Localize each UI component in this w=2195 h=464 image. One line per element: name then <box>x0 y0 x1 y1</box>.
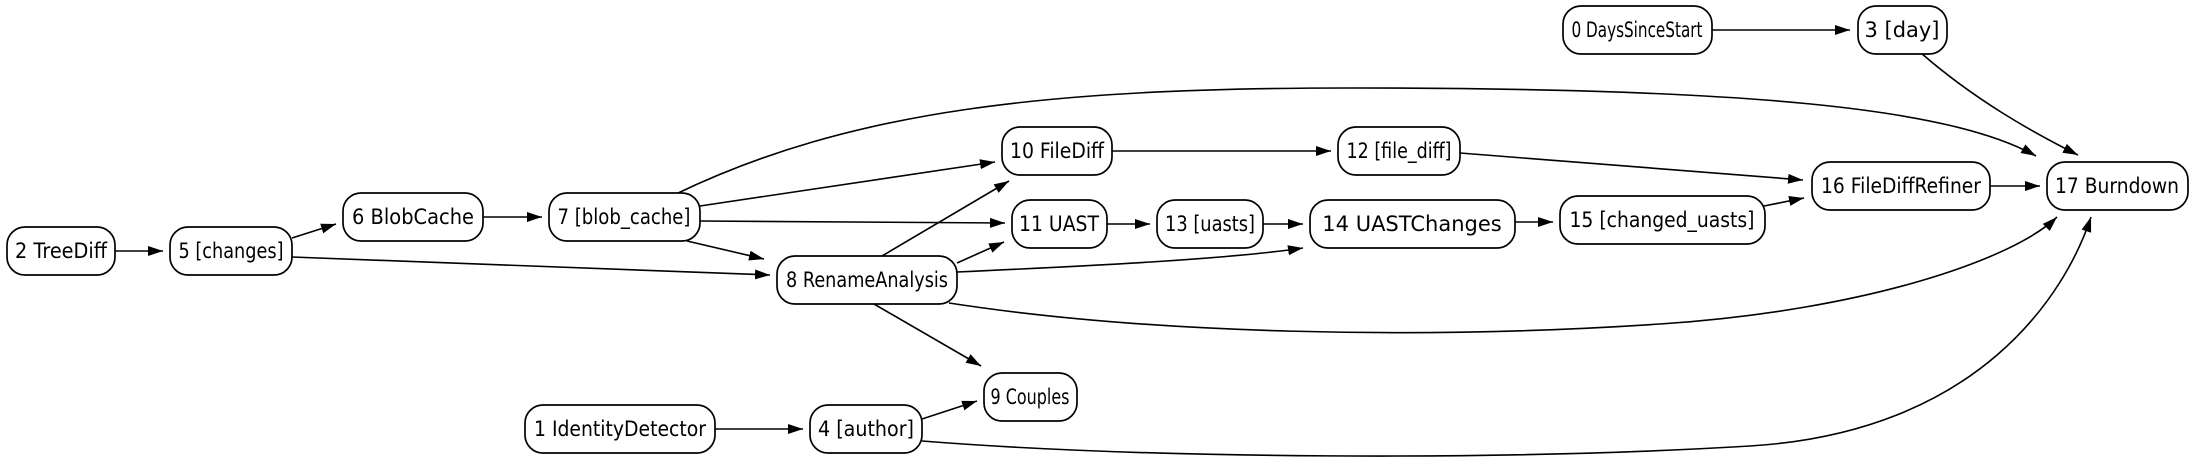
node-13-uasts: 13 [uasts] <box>1156 199 1264 249</box>
edge-n8-n17 <box>948 216 2058 334</box>
edge-layer <box>115 25 2092 457</box>
node-6-blobcache: 6 BlobCache <box>342 192 484 242</box>
node-label: 3 [day] <box>1865 18 1940 42</box>
node-17-burndown: 17 Burndown <box>2046 161 2189 211</box>
edge-n7-n11 <box>699 217 1006 228</box>
edge-n8-n10 <box>881 180 1010 257</box>
edge-n3-n17 <box>1920 52 2079 156</box>
node-label: 14 UASTChanges <box>1322 212 1501 236</box>
node-label: 17 Burndown <box>2055 174 2179 198</box>
node-15-changed-uasts: 15 [changed_uasts] <box>1559 195 1766 245</box>
edge-n7-n10 <box>699 159 996 207</box>
node-label: 1 IdentityDetector <box>534 417 706 441</box>
node-label: 0 DaysSinceStart <box>1572 18 1703 42</box>
node-3-day: 3 [day] <box>1857 5 1948 55</box>
node-label: 11 UAST <box>1019 212 1099 236</box>
edge-n15-n16 <box>1758 196 1805 208</box>
node-14-uastchanges: 14 UASTChanges <box>1309 199 1516 249</box>
node-10-filediff: 10 FileDiff <box>1001 126 1113 176</box>
edge-n8-n9 <box>873 303 982 367</box>
node-7-blob-cache: 7 [blob_cache] <box>548 192 701 242</box>
node-label: 2 TreeDiff <box>15 239 107 263</box>
edge-n8-n14 <box>956 245 1304 273</box>
edge-n4-n17 <box>921 216 2092 457</box>
node-0-dayssincestart: 0 DaysSinceStart <box>1562 5 1713 55</box>
edge-n5-n8 <box>291 256 771 280</box>
node-5-changes: 5 [changes] <box>169 226 293 276</box>
node-12-file-diff: 12 [file_diff] <box>1337 126 1461 176</box>
edge-n4-n9 <box>921 400 978 420</box>
node-label: 4 [author] <box>818 417 914 441</box>
edge-n7-n17 <box>675 87 2037 195</box>
node-label: 10 FileDiff <box>1010 139 1104 163</box>
node-label: 7 [blob_cache] <box>558 205 691 230</box>
node-label: 13 [uasts] <box>1165 212 1255 236</box>
node-16-filediffrefiner: 16 FileDiffRefiner <box>1811 161 1991 211</box>
edge-n8-n11 <box>956 241 1005 264</box>
edge-n5-n6 <box>291 223 337 239</box>
node-label: 12 [file_diff] <box>1347 139 1452 164</box>
edge-n7-n8 <box>686 240 765 261</box>
node-9-couples: 9 Couples <box>983 372 1078 422</box>
node-2-treediff: 2 TreeDiff <box>6 226 116 276</box>
node-label: 8 RenameAnalysis <box>786 268 948 292</box>
node-label: 9 Couples <box>991 385 1070 409</box>
node-label: 6 BlobCache <box>352 205 474 229</box>
node-8-renameanalysis: 8 RenameAnalysis <box>776 255 958 305</box>
node-4-author: 4 [author] <box>809 404 923 454</box>
edge-n12-n16 <box>1459 152 1804 184</box>
node-layer: 0 DaysSinceStart 3 [day] 2 TreeDiff 5 [c… <box>6 5 2189 454</box>
node-1-identitydetector: 1 IdentityDetector <box>524 404 716 454</box>
node-label: 15 [changed_uasts] <box>1570 208 1755 233</box>
node-label: 5 [changes] <box>179 239 284 263</box>
node-11-uast: 11 UAST <box>1011 199 1108 249</box>
node-label: 16 FileDiffRefiner <box>1821 174 1981 198</box>
